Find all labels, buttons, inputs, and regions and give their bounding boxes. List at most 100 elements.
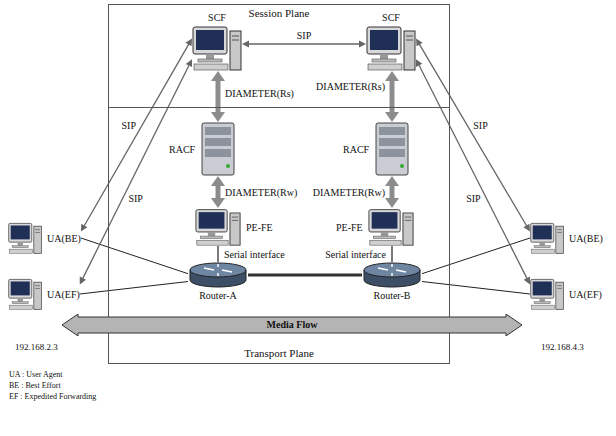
- server-icon: [374, 122, 410, 176]
- computer-icon-part: [232, 40, 239, 41]
- router-icon-part: [364, 263, 420, 277]
- computer-icon-part: [404, 220, 410, 221]
- server-icon-part: [205, 138, 231, 146]
- user-agent-icon-part: [557, 229, 562, 230]
- access-line-line: [81, 238, 188, 274]
- computer-icon-part: [208, 232, 215, 236]
- user-agent-icon-part: [533, 225, 552, 239]
- user-agent-node: UA(BE): [530, 222, 603, 254]
- arrow-head: [385, 112, 399, 122]
- user-agent-icon-part: [35, 288, 40, 289]
- computer-icon: [195, 208, 241, 246]
- server-icon-part: [379, 149, 405, 157]
- diameter-arrow: [211, 176, 225, 208]
- user-agent-icon-part: [534, 302, 550, 304]
- node-label: Transport Plane: [109, 347, 449, 360]
- user-agent-icon-part: [531, 249, 554, 253]
- server-icon-part: [379, 138, 405, 146]
- diameter-arrow-line: [216, 79, 221, 114]
- user-agent-icon-part: [531, 305, 554, 309]
- server-icon-part: [400, 164, 404, 168]
- computer-icon-part: [381, 232, 388, 236]
- node-label: Router-A: [199, 290, 237, 301]
- arrow-head: [385, 176, 399, 186]
- user-agent-icon-part: [556, 226, 563, 253]
- computer-icon: [366, 25, 416, 71]
- router-icon: [188, 262, 248, 288]
- scf-node: SCF: [366, 12, 416, 71]
- router-node: Router-A: [188, 262, 248, 301]
- sip-arrow: [81, 39, 192, 232]
- computer-icon-part: [368, 64, 402, 70]
- arrow-head: [185, 39, 192, 47]
- node-label: Media Flow: [62, 314, 522, 336]
- user-agent-icon-part: [540, 298, 545, 301]
- sip-arrow: [416, 59, 530, 284]
- node-label: RACF: [169, 144, 195, 155]
- diameter-arrow-line: [216, 184, 221, 200]
- node-label: UA(EF): [47, 289, 80, 300]
- node-label: PE-FE: [246, 222, 273, 233]
- sip-arrow-line: [419, 43, 527, 226]
- arrow-head: [524, 277, 530, 285]
- user-agent-icon-part: [35, 229, 40, 230]
- server-icon-part: [205, 127, 231, 135]
- user-agent-icon: [8, 222, 42, 254]
- edge-label: SIP: [472, 120, 488, 131]
- arrow-head: [523, 224, 530, 232]
- server-icon-part: [202, 123, 234, 175]
- user-agent-icon-part: [540, 242, 545, 245]
- user-agent-node: UA(EF): [530, 278, 602, 310]
- diameter-arrow: [385, 176, 399, 208]
- arrow-head: [416, 39, 423, 47]
- computer-icon-part: [193, 27, 227, 54]
- router-icon-part: [204, 264, 232, 276]
- legend-note: BE : Best Effort: [8, 381, 62, 391]
- server-icon-part: [376, 123, 408, 175]
- computer-icon-part: [196, 210, 227, 232]
- edge-label: DIAMETER(Rw): [224, 187, 298, 198]
- computer-icon-part: [194, 64, 228, 70]
- edge-label: DIAMETER(Rs): [315, 81, 386, 92]
- sip-arrow-line: [419, 64, 528, 279]
- ip-address: 192.168.2.3: [14, 342, 59, 353]
- edge-label: SIP: [296, 30, 312, 41]
- arrow-head: [80, 277, 86, 285]
- edge-label: DIAMETER(Rs): [224, 88, 295, 99]
- node-label: PE-FE: [336, 222, 363, 233]
- sip-arrow-line: [84, 43, 190, 226]
- sip-arrow: [416, 39, 530, 232]
- computer-icon-part: [232, 220, 238, 221]
- access-line-line: [80, 282, 188, 295]
- computer-icon-part: [201, 236, 223, 238]
- router-icon-part: [378, 264, 406, 276]
- serial-line: [218, 246, 219, 262]
- edge-label: SIP: [465, 193, 481, 204]
- user-agent-icon-part: [12, 302, 28, 304]
- router-node: Router-B: [362, 262, 422, 301]
- router-icon-part: [190, 263, 246, 277]
- computer-icon-part: [380, 54, 388, 59]
- media-flow-band: Media Flow: [62, 314, 522, 336]
- user-agent-icon-part: [9, 279, 32, 298]
- server-icon-part: [379, 127, 405, 135]
- computer-icon-part: [406, 40, 413, 41]
- server-icon-part: [226, 164, 230, 168]
- access-line-line: [422, 238, 530, 274]
- user-agent-icon-part: [12, 246, 28, 248]
- user-agent-node: UA(EF): [8, 278, 80, 310]
- access-line: [81, 238, 188, 274]
- racf-node: RACF: [343, 122, 410, 176]
- user-agent-icon-part: [557, 288, 562, 289]
- user-agent-icon-part: [18, 242, 23, 245]
- node-label: SCF: [382, 12, 400, 23]
- sip-arrow-line: [248, 43, 361, 44]
- router-link-line: [248, 274, 362, 277]
- user-agent-icon: [530, 222, 564, 254]
- user-agent-icon-part: [534, 246, 550, 248]
- serial-line-line: [217, 246, 218, 262]
- double-arrow-shape: [62, 314, 522, 336]
- user-agent-icon-part: [9, 249, 32, 253]
